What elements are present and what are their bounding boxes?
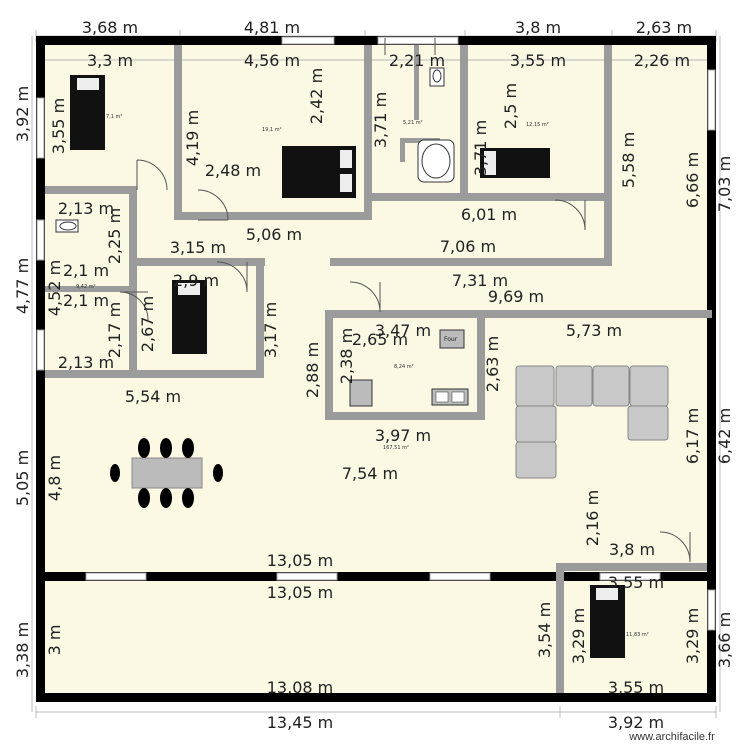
dim-left-3: 3 m <box>45 625 64 656</box>
dim-hall-h: 5,58 m <box>619 132 638 188</box>
bathtub-icon <box>417 139 455 183</box>
dim-bot-392: 3,92 m <box>608 713 664 732</box>
area-labels: 7,1 m² 19,1 m² 5,21 m² 12,15 m² 9,42 m² … <box>76 114 649 638</box>
dim-right-666: 6,66 m <box>683 152 702 208</box>
dim-k-238: 2,38 m <box>337 328 356 384</box>
dim-k-265: 2,65 m <box>352 330 408 349</box>
bed-room1-icon <box>70 75 105 150</box>
dim-left-392: 3,92 m <box>13 86 32 142</box>
dim-k-263: 2,63 m <box>483 336 502 392</box>
bed-room5-icon <box>590 585 625 658</box>
dim-r2-small: 2,48 m <box>205 161 261 180</box>
dim-r2-w: 4,56 m <box>244 51 300 70</box>
dim-left-338: 3,38 m <box>13 622 32 678</box>
dim-corr-706: 7,06 m <box>440 237 496 256</box>
bed-room3-icon <box>172 280 207 354</box>
area-room5: 11,83 m² <box>626 632 649 638</box>
dim-r1-h: 3,55 m <box>49 98 68 154</box>
dim-top-4: 2,63 m <box>636 18 692 37</box>
sofa-icon <box>515 365 669 479</box>
dim-gar-1308: 13,08 m <box>267 678 333 697</box>
dim-r5-216: 2,16 m <box>583 490 602 546</box>
dim-wc-w: 2,21 m <box>389 51 445 70</box>
inner-walls <box>45 45 712 693</box>
dim-mid-1305b: 13,05 m <box>267 583 333 602</box>
dim-r5-355b: 3,55 m <box>608 678 664 697</box>
dim-left-477: 4,77 m <box>13 258 32 314</box>
dim-gar-354: 3,54 m <box>535 602 554 658</box>
dim-right-703: 7,03 m <box>715 156 734 212</box>
dim-r3-317: 3,17 m <box>261 302 280 358</box>
bed-bathroom-icon <box>480 148 550 178</box>
dim-bath-h2: 2,5 m <box>501 83 520 129</box>
dim-r3-w: 2,9 m <box>173 271 219 290</box>
dim-left-452: 4,52 m <box>45 260 64 316</box>
dim-bot-1345: 13,45 m <box>267 713 333 732</box>
area-kitchen: 8,24 m² <box>394 364 414 370</box>
dim-k-288: 2,88 m <box>303 342 322 398</box>
stove-icon <box>349 379 373 407</box>
furniture <box>55 67 669 658</box>
dim-r2-h2: 2,42 m <box>307 68 326 124</box>
dining-table-icon <box>110 438 223 508</box>
dim-corr-731: 7,31 m <box>452 271 508 290</box>
dim-corr-601: 6,01 m <box>461 205 517 224</box>
sink-icon <box>431 388 469 406</box>
dim-r-hall-w: 2,26 m <box>634 51 690 70</box>
doors <box>119 38 691 563</box>
dim-right-617: 6,17 m <box>683 408 702 464</box>
area-room1: 7,1 m² <box>106 114 122 120</box>
oven-label: Four <box>444 336 458 343</box>
dim-corr-315: 3,15 m <box>170 238 226 257</box>
dim-left-505: 5,05 m <box>13 450 32 506</box>
dim-left-48: 4,8 m <box>45 455 64 501</box>
dim-r5-355a: 3,55 m <box>608 573 664 592</box>
dim-corr-969: 9,69 m <box>488 287 544 306</box>
dim-wc2-21a: 2,1 m <box>63 261 109 280</box>
dim-r5-329a: 3,29 m <box>569 608 588 664</box>
dim-liv-754: 7,54 m <box>342 464 398 483</box>
dim-r3-267: 2,67 m <box>138 296 157 352</box>
dim-top-2: 4,81 m <box>244 18 300 37</box>
dim-r2-506: 5,06 m <box>246 225 302 244</box>
area-bath-room: 12,15 m² <box>526 122 549 128</box>
dim-bath-w: 3,55 m <box>510 51 566 70</box>
dim-r2-h: 4,19 m <box>183 110 202 166</box>
dim-wc2-21b: 2,1 m <box>63 291 109 310</box>
brand-watermark: www.archifacile.fr <box>628 731 715 743</box>
dim-top-1: 3,68 m <box>82 18 138 37</box>
dim-liv-554: 5,54 m <box>125 387 181 406</box>
dim-wc2-h: 2,25 m <box>105 208 124 264</box>
area-room2: 19,1 m² <box>262 127 282 133</box>
dim-top-3: 3,8 m <box>515 18 561 37</box>
bed-room2-icon <box>282 146 356 198</box>
dim-wc2-w1: 2,13 m <box>58 199 114 218</box>
oven-icon <box>439 329 465 349</box>
area-wc2: 9,42 m² <box>76 284 96 290</box>
dim-mid-1305a: 13,05 m <box>267 551 333 570</box>
area-wc: 5,21 m² <box>403 120 423 126</box>
dim-wc3-213: 2,13 m <box>58 353 114 372</box>
dim-right-642: 6,42 m <box>715 408 734 464</box>
dim-r5-329b: 3,29 m <box>683 608 702 664</box>
toilet-2-icon <box>55 219 79 233</box>
dim-k-397: 3,97 m <box>375 426 431 445</box>
dim-r5-38: 3,8 m <box>609 540 655 559</box>
toilet-icon <box>429 67 445 87</box>
dim-bath-h: 3,71 m <box>471 120 490 176</box>
dimension-texts: 3,68 m 4,81 m 3,8 m 2,63 m 3,3 m 4,56 m … <box>13 18 734 732</box>
dim-wc-h: 3,71 m <box>371 92 390 148</box>
windows <box>36 36 716 631</box>
dim-r1-w: 3,3 m <box>87 51 133 70</box>
area-living: 167,51 m² <box>383 445 409 451</box>
dim-right-573: 5,73 m <box>566 321 622 340</box>
dim-k-347: 3,47 m <box>375 321 431 340</box>
dim-right-366: 3,66 m <box>715 612 734 668</box>
dim-left-217: 2,17 m <box>105 302 124 358</box>
